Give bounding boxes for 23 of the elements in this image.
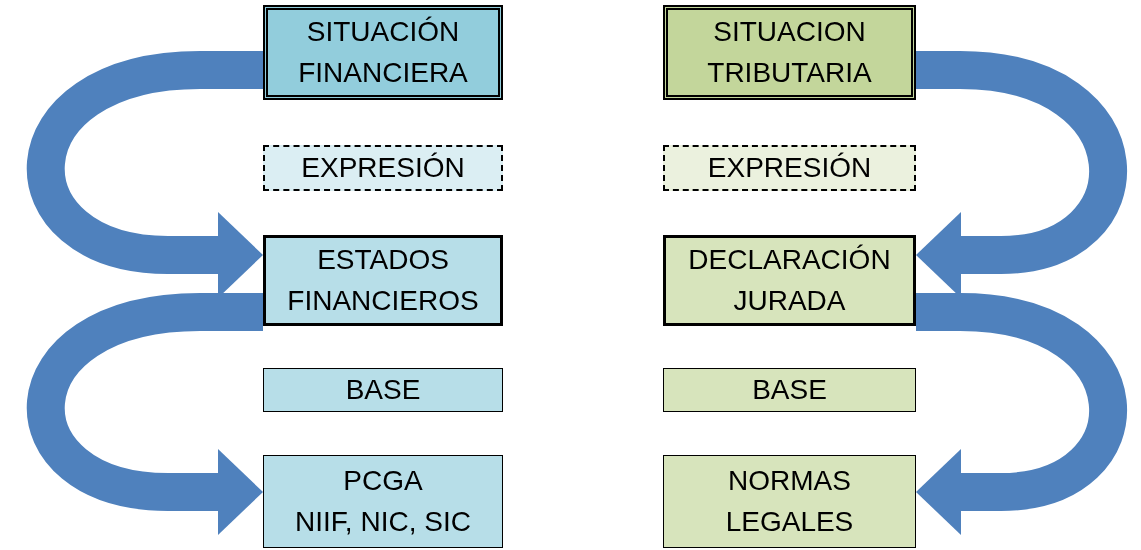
box-text: NORMAS LEGALES: [724, 463, 855, 539]
box-text: SITUACIÓN FINANCIERA: [297, 14, 469, 90]
box-text: EXPRESIÓN: [301, 150, 465, 185]
label-box: [663, 455, 916, 548]
curved-arrow: [27, 293, 263, 535]
label-box: [263, 368, 503, 412]
curved-arrow: [916, 293, 1127, 535]
label-box: [663, 5, 916, 100]
box-text: BASE: [752, 372, 827, 407]
box-text: DECLARACIÓN JURADA: [687, 242, 892, 318]
box-text: ESTADOS FINANCIEROS: [286, 242, 480, 318]
label-box: [263, 5, 503, 100]
box-text: NIIF, NIC, SIC: [295, 504, 471, 539]
label-box: [663, 235, 916, 326]
box-text: PCGA: [343, 463, 423, 498]
label-box: [663, 368, 916, 412]
label-box: [263, 145, 503, 191]
label-box: [263, 455, 503, 548]
label-box: [263, 235, 503, 326]
box-text: EXPRESIÓN: [707, 150, 872, 185]
label-box: [663, 145, 916, 191]
box-text: BASE: [345, 372, 421, 407]
box-text: SITUACION TRIBUTARIA: [706, 14, 873, 90]
